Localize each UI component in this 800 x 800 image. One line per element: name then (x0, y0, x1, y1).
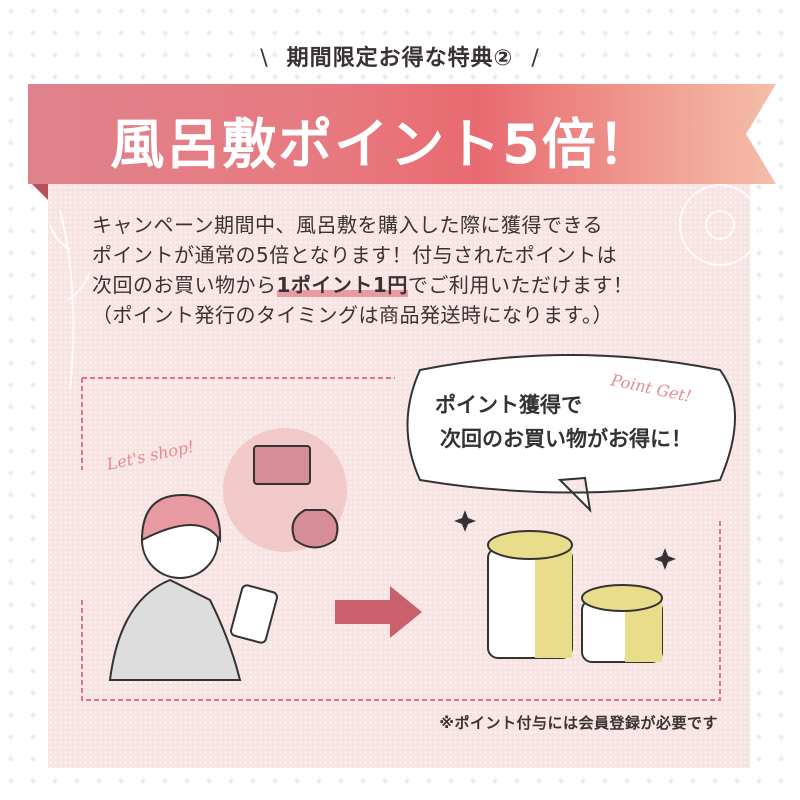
title-ribbon: 風呂敷ポイント5倍！ (28, 84, 776, 184)
text: 次回のお買い物から (92, 273, 277, 297)
woman-shopping-icon (108, 493, 278, 681)
coin-stack-small-icon (581, 584, 663, 663)
arrow-right-icon (335, 586, 422, 638)
membership-note: ※ポイント付与には会員登録が必要です (439, 714, 718, 732)
furoshiki-bag-icon (291, 509, 339, 549)
coin-stack-large-icon (487, 530, 573, 659)
highlight-point-rate: 1ポイント1円 (276, 273, 408, 297)
slash-right: / (531, 46, 540, 71)
bubble-line1: ポイント獲得で (435, 393, 582, 417)
bubble-line2: 次回のお買い物がお得に！ (440, 427, 692, 451)
description-line: ポイントが通常の5倍となります！付与されたポイントは (92, 243, 618, 267)
description-line: （ポイント発行のタイミングは商品発送時になります。） (92, 303, 613, 327)
zigzag-frame (81, 377, 721, 701)
subtitle-text: 期間限定お得な特典② (286, 46, 514, 71)
description-line: 次回のお買い物から1ポイント1円でご利用いただけます！ (92, 270, 633, 300)
flower-decoration (49, 184, 761, 391)
ribbon-fold (28, 180, 48, 200)
description: キャンペーン期間中、風呂敷を購入した際に獲得できる ポイントが通常の5倍となりま… (92, 210, 633, 330)
sparkle-icon (454, 510, 676, 570)
ribbon-title: 風呂敷ポイント5倍！ (110, 113, 654, 176)
slash-left: \ (260, 46, 269, 71)
description-line: キャンペーン期間中、風呂敷を購入した際に獲得できる (92, 213, 604, 237)
gift-box-icon (253, 445, 311, 485)
speech-bubble (406, 354, 736, 513)
text: でご利用いただけます！ (407, 273, 634, 297)
campaign-subtitle: \ 期間限定お得な特典② / (0, 40, 800, 72)
lets-shop-label: Let's shop! (104, 437, 196, 474)
